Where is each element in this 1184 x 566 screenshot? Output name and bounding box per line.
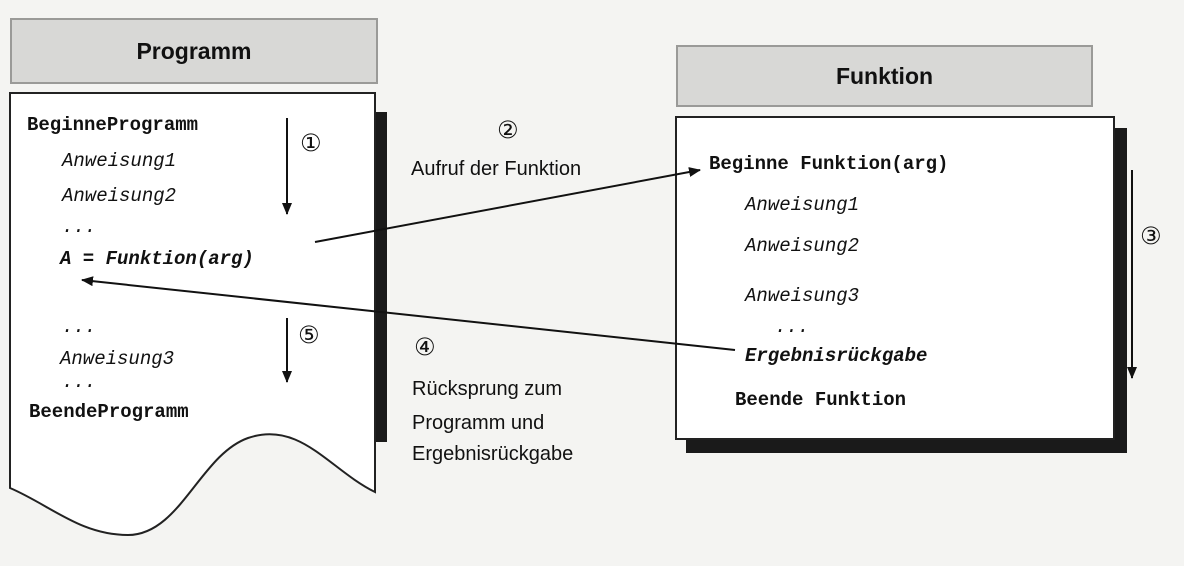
return-label-line-2: Programm und: [412, 412, 545, 434]
call-label: Aufruf der Funktion: [411, 158, 582, 180]
program-end: BeendeProgramm: [29, 401, 189, 423]
program-statement-1: Anweisung1: [62, 150, 177, 172]
return-label-line-3: Ergebnisrückgabe: [412, 443, 574, 465]
function-box: [675, 116, 1115, 440]
program-statement-2: Anweisung2: [62, 185, 177, 207]
function-begin: Beginne Funktion(arg): [709, 153, 949, 175]
program-header: Programm: [10, 18, 378, 84]
return-label: Rücksprung zum Programm und Ergebnisrück…: [412, 377, 573, 467]
function-ellipsis: ...: [775, 316, 810, 338]
program-box-shadow: [375, 112, 387, 442]
step-number-2: ②: [497, 116, 519, 144]
program-begin: BeginneProgramm: [27, 114, 199, 136]
return-arrow: [81, 276, 736, 351]
function-header: Funktion: [676, 45, 1093, 107]
function-statement-1: Anweisung1: [745, 194, 860, 216]
function-end: Beende Funktion: [735, 389, 907, 411]
program-ellipsis-1: ...: [62, 216, 97, 238]
function-statement-3: Anweisung3: [745, 285, 860, 307]
step-number-1: ①: [300, 129, 322, 157]
function-statement-2: Anweisung2: [745, 235, 860, 257]
step-number-4: ④: [414, 333, 436, 361]
program-statement-3: Anweisung3: [60, 348, 175, 370]
step-number-5: ⑤: [298, 321, 320, 349]
program-call-statement: A = Funktion(arg): [60, 248, 254, 270]
program-ellipsis-3: ...: [62, 371, 97, 393]
step-number-3: ③: [1140, 222, 1162, 250]
function-return-statement: Ergebnisrückgabe: [745, 345, 928, 367]
return-label-line-1: Rücksprung zum: [412, 378, 563, 400]
call-arrow: [314, 167, 701, 243]
program-ellipsis-2: ...: [62, 316, 97, 338]
